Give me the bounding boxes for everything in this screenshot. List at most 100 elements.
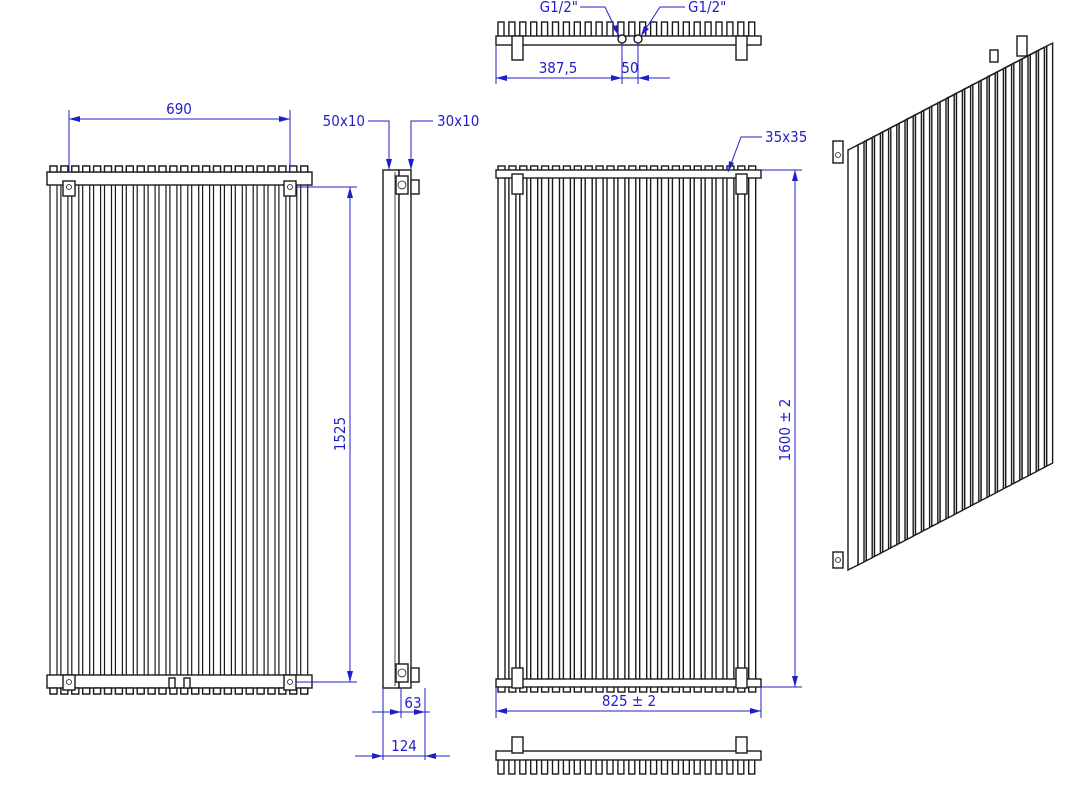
iso-tube-side: [881, 127, 890, 554]
iso-tube-side: [922, 106, 931, 532]
front-tube: [82, 165, 91, 695]
front-fin-top: [180, 165, 189, 173]
iso-bracket: [989, 49, 999, 63]
front-fin-top: [212, 165, 222, 173]
front-fin-bottom: [114, 687, 124, 695]
rear-tube: [551, 165, 561, 693]
iso-tube-side: [972, 80, 980, 506]
front-tube: [223, 165, 232, 695]
rear-tube: [606, 165, 615, 693]
side-front-bar: [382, 169, 400, 689]
front-fin-bottom: [92, 687, 102, 695]
iso-bracket: [832, 551, 844, 569]
front-tube: [191, 165, 200, 695]
front-tube: [180, 165, 189, 695]
front-tube: [114, 165, 124, 695]
front-fin-top: [158, 165, 167, 173]
iso-tube-side: [890, 123, 898, 549]
front-fin-bottom: [212, 687, 222, 695]
front-tube: [289, 165, 298, 695]
rear-tube-profile-label: 35x35: [765, 128, 807, 146]
front-view-fins: [49, 165, 309, 695]
front-fin-top: [49, 165, 58, 173]
front-brackets: [62, 180, 297, 691]
front-fin-top: [136, 165, 145, 173]
rear-tube: [628, 165, 637, 693]
front-fin-bottom: [81, 687, 91, 695]
front-fin-top: [60, 165, 69, 173]
front-fin-bottom: [300, 687, 309, 695]
front-fin-top: [81, 165, 91, 173]
iso-tube-side: [1045, 41, 1054, 468]
rear-tube: [584, 165, 593, 693]
rear-tube: [530, 165, 539, 693]
front-fin-top: [169, 165, 178, 173]
front-fin-bottom: [169, 687, 178, 695]
iso-tube-side: [857, 140, 865, 567]
front-fin-bottom: [103, 687, 113, 695]
iso-tube-side: [906, 115, 914, 541]
front-fin-top: [267, 165, 276, 173]
rear-width-label: 825 ± 2: [602, 692, 656, 710]
front-fin-bottom: [201, 687, 211, 695]
front-tube: [136, 165, 145, 695]
rear-tube: [715, 165, 724, 693]
front-fin-bottom: [190, 687, 200, 695]
front-tube: [60, 165, 69, 695]
bottom-view-header: [495, 750, 762, 761]
front-tube: [300, 165, 309, 695]
rear-tube: [595, 165, 604, 693]
iso-tube-side: [988, 72, 996, 498]
iso-tube-side: [996, 67, 1005, 494]
rear-bottom-header: [495, 678, 762, 688]
front-fin-top: [245, 165, 254, 173]
side-rear-bar: [398, 169, 412, 689]
top-connection-right-label: G1/2": [688, 0, 726, 16]
side-front-bar-label: 50x10: [323, 112, 365, 130]
front-fin-top: [289, 165, 298, 173]
iso-tube-side: [1004, 63, 1013, 489]
rear-tube: [726, 165, 735, 693]
iso-bracket-hole: [835, 152, 841, 158]
front-tube: [147, 165, 156, 695]
rear-tube: [748, 165, 757, 693]
front-tube: [169, 165, 178, 695]
iso-bracket-hole: [835, 557, 841, 563]
front-tube: [92, 165, 102, 695]
side-total-depth-label: 124: [391, 737, 417, 755]
front-width-label: 690: [166, 100, 192, 118]
side-offset-label: 63: [404, 694, 421, 712]
iso-tube-side: [1029, 50, 1037, 476]
front-fin-bottom: [158, 687, 167, 695]
front-fin-bottom: [267, 687, 276, 695]
front-fin-top: [256, 165, 265, 173]
front-view: 690 1525: [46, 100, 357, 695]
front-fin-bottom: [147, 687, 156, 695]
rear-view: 35x35 1600 ± 2 825 ± 2: [495, 128, 807, 718]
rear-tube: [682, 165, 691, 693]
rear-tube: [671, 165, 681, 693]
iso-tube-side: [1037, 46, 1046, 472]
rear-top-header: [495, 169, 762, 179]
iso-tube-side: [1013, 59, 1021, 485]
side-view: 50x10 30x10 63 124: [323, 112, 479, 760]
top-view-fins: [497, 21, 756, 39]
front-fin-top: [92, 165, 102, 173]
iso-tube-side: [873, 132, 882, 558]
front-height-label: 1525: [331, 417, 349, 451]
front-fin-bottom: [49, 687, 58, 695]
iso-tube-side: [939, 97, 947, 524]
iso-tube-side: [947, 93, 955, 519]
top-view-header: [495, 35, 762, 46]
front-fin-top: [71, 165, 80, 173]
rear-tube: [737, 165, 746, 693]
rear-tube: [497, 165, 506, 693]
iso-tube-side: [963, 84, 972, 511]
front-tube: [212, 165, 222, 695]
iso-tube-side: [1021, 54, 1029, 481]
front-tube: [202, 165, 211, 695]
front-fin-bottom: [136, 687, 145, 695]
front-fin-top: [278, 165, 287, 173]
front-tube: [125, 165, 134, 695]
